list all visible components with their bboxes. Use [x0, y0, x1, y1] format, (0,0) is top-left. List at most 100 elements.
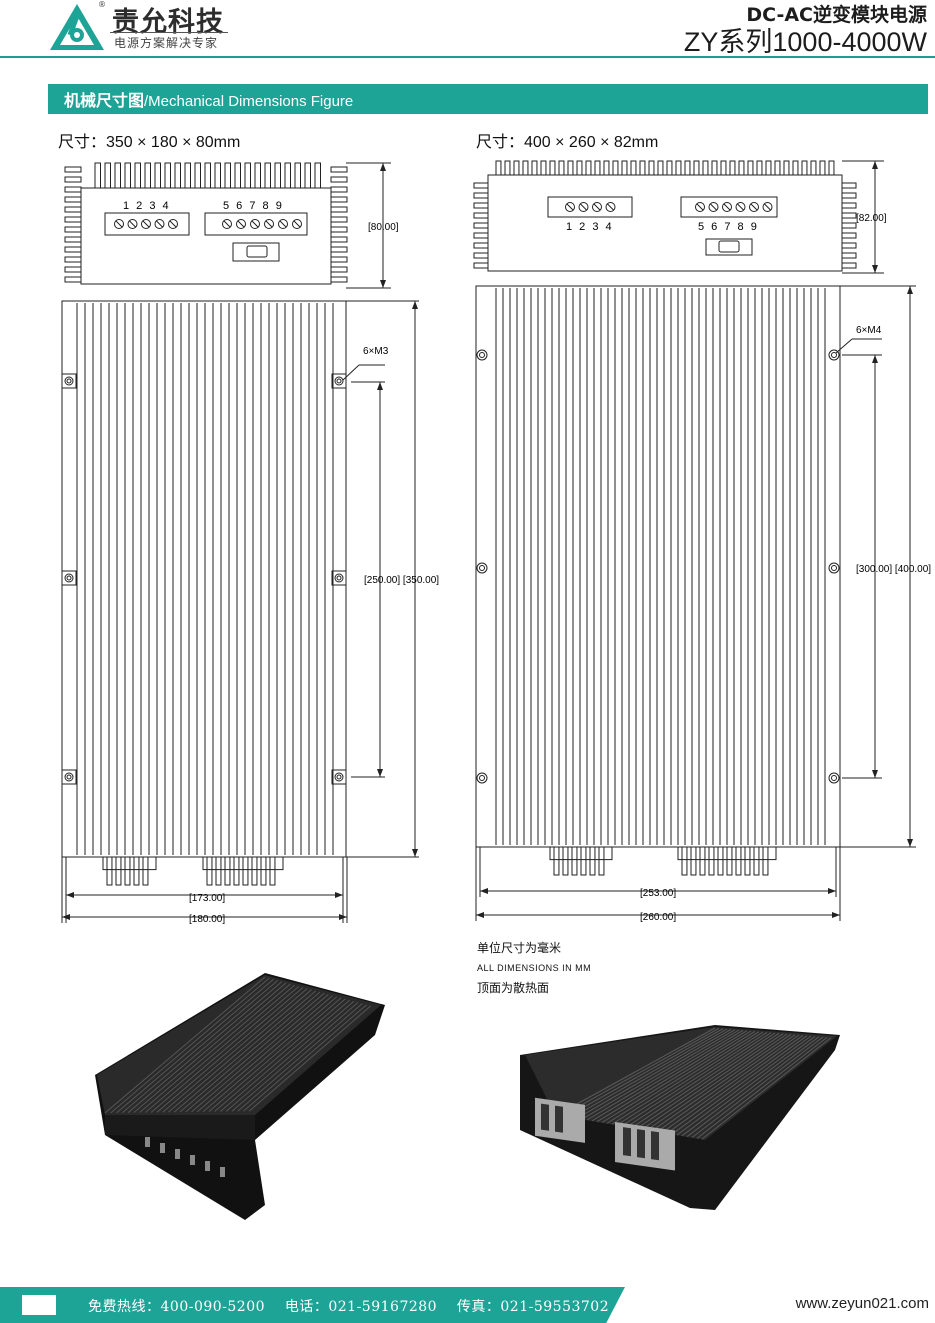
side-fin	[841, 232, 857, 239]
mount-hole-icon	[476, 562, 488, 574]
mount-tab	[331, 570, 347, 586]
terminal-screw-icon	[762, 202, 773, 212]
side-fin	[64, 226, 82, 233]
right-dim-height: [82.00]	[856, 213, 887, 224]
left-dim-outer-width: [180.00]	[189, 914, 225, 925]
end-fin	[792, 160, 799, 175]
end-fin	[801, 160, 808, 175]
end-fin	[194, 162, 201, 188]
mount-hole-inner	[66, 378, 72, 384]
photo-fin	[581, 1029, 736, 1120]
side-fin	[330, 176, 348, 183]
side-fin	[473, 202, 489, 209]
terminal-screw-icon	[605, 202, 616, 212]
photo-fin	[121, 980, 279, 1114]
photo-fin	[666, 1034, 804, 1134]
mount-hole-icon	[828, 562, 840, 574]
mount-tab	[331, 769, 347, 785]
end-fin	[747, 160, 754, 175]
photo-fin	[168, 989, 312, 1113]
end-fin	[702, 160, 709, 175]
side-fin	[64, 186, 82, 193]
photo-fin	[156, 987, 304, 1113]
end-fin	[666, 160, 673, 175]
mount-hole-icon	[334, 376, 344, 386]
side-fin	[330, 236, 348, 243]
company-logo-icon	[50, 4, 104, 50]
terminal-pin	[598, 846, 605, 876]
left-db9-connector	[232, 242, 280, 262]
photo-fin	[616, 1031, 764, 1126]
mount-hole-icon	[64, 772, 74, 782]
right-terminal-block-1	[547, 196, 633, 218]
end-fin	[154, 162, 161, 188]
terminal-screw-icon	[114, 219, 124, 229]
mount-hole-icon	[334, 772, 344, 782]
product-title: DC-AC逆变模块电源	[746, 4, 927, 26]
end-fin	[314, 162, 321, 188]
terminal-pin	[589, 846, 596, 876]
right-plan-view-body	[475, 285, 841, 848]
side-fin	[841, 202, 857, 209]
terminal-pin	[762, 846, 769, 876]
photo-fin	[208, 997, 342, 1112]
side-fin	[330, 216, 348, 223]
terminal-screw-icon	[292, 219, 302, 229]
photo-fin	[220, 999, 350, 1112]
side-fin	[64, 236, 82, 243]
photo-fin	[231, 1002, 359, 1112]
end-fin	[244, 162, 251, 188]
mount-hole-icon	[476, 349, 488, 361]
end-fin	[264, 162, 271, 188]
photo-fin	[191, 993, 329, 1113]
end-fin	[765, 160, 772, 175]
photo-fin	[661, 1034, 800, 1133]
dimension-notes: 单位尺寸为毫米 ALL DIMENSIONS IN MM 顶面为散热面	[477, 938, 591, 998]
mount-tab	[331, 373, 347, 389]
end-fin	[214, 162, 221, 188]
side-fin	[473, 232, 489, 239]
side-fin	[64, 266, 82, 273]
terminal-screw-icon	[592, 202, 602, 212]
photo-fin	[646, 1033, 788, 1131]
right-end-view-body	[487, 174, 843, 272]
photo-fin	[127, 981, 283, 1114]
side-fin	[841, 222, 857, 229]
end-fin	[630, 160, 637, 175]
brand-divider	[110, 32, 228, 33]
terminal-screw-icon	[565, 202, 575, 212]
section-title-cn: 机械尺寸图	[64, 93, 145, 110]
side-fin	[64, 196, 82, 203]
photo-fin	[179, 991, 321, 1113]
end-fin	[114, 162, 121, 188]
photo-fin	[566, 1028, 724, 1118]
photo-fin	[636, 1032, 780, 1129]
footer-website-link[interactable]: www.zeyun021.com	[795, 1295, 929, 1312]
end-fin	[522, 160, 529, 175]
photo-fin	[611, 1031, 760, 1125]
end-fin	[104, 162, 111, 188]
mount-tab	[61, 769, 77, 785]
photo-fin	[225, 1000, 355, 1112]
side-fin	[330, 206, 348, 213]
side-fin	[473, 242, 489, 249]
photo-fin	[671, 1035, 808, 1135]
photo-fin	[576, 1028, 732, 1119]
terminal-pin	[206, 856, 213, 886]
left-terminal-labels-1: 1 2 3 4	[123, 200, 171, 212]
photo-fin	[162, 988, 308, 1113]
terminal-screw-icon	[578, 202, 589, 212]
terminal-pin	[251, 856, 258, 886]
terminal-screw-icon	[222, 219, 232, 229]
photo-fin	[686, 1036, 820, 1138]
terminal-pin	[242, 856, 249, 886]
side-fin	[841, 252, 857, 259]
mount-hole-icon	[64, 573, 74, 583]
side-fin	[64, 276, 82, 283]
photo-fin	[202, 996, 338, 1113]
end-fin	[594, 160, 601, 175]
side-fin	[330, 256, 348, 263]
left-terminal-block-1	[104, 212, 190, 236]
right-mount-label: 6×M4	[856, 325, 882, 336]
mount-hole-icon	[828, 772, 840, 784]
